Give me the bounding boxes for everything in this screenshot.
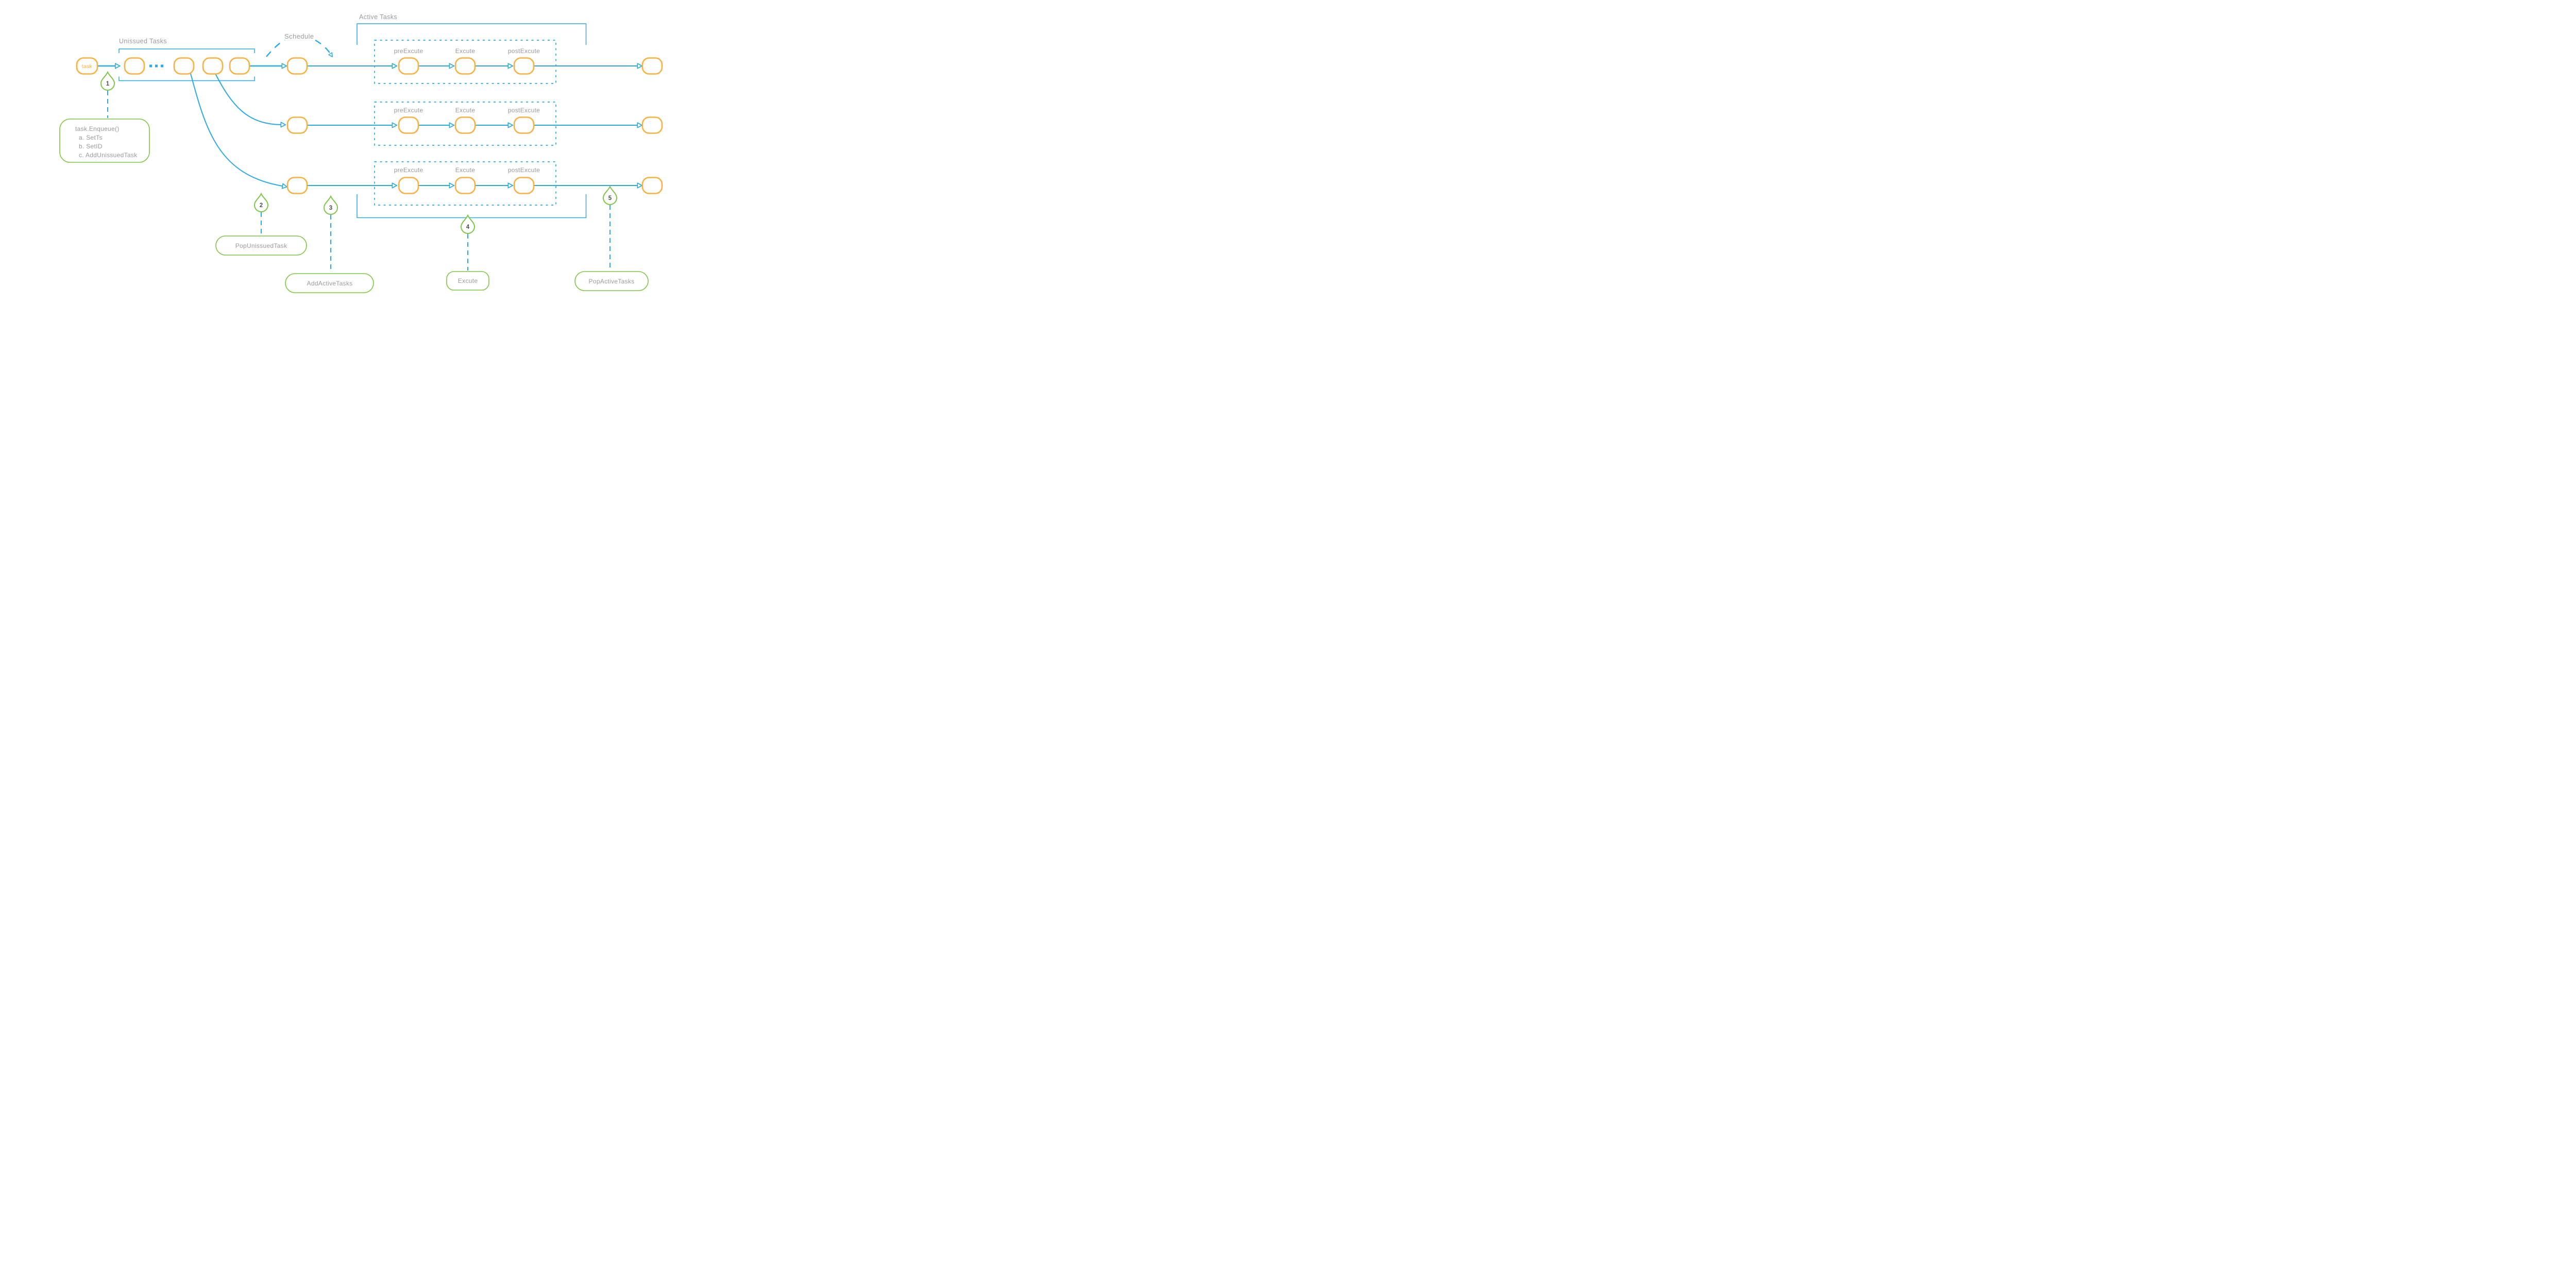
entry-node-row2 bbox=[286, 116, 308, 134]
unissued-bracket-top bbox=[118, 48, 255, 53]
pin-1-number: 1 bbox=[106, 81, 110, 87]
task-scheduler-diagram: Unissued Tasks Schedule Active Tasks tas… bbox=[0, 0, 778, 320]
pre-excute-label-row1: preExcute bbox=[394, 47, 423, 55]
schedule-node bbox=[286, 57, 308, 75]
post-excute-node-row3 bbox=[513, 177, 535, 194]
pin-3: 3 bbox=[323, 195, 338, 215]
unissued-tasks-label: Unissued Tasks bbox=[119, 38, 167, 45]
curve-queue-to-row2 bbox=[215, 73, 281, 125]
queue-node-3 bbox=[202, 57, 224, 75]
entry-node-row3 bbox=[286, 177, 308, 194]
annotation-box-excute: Excute bbox=[446, 271, 489, 291]
schedule-arc-right bbox=[315, 39, 330, 54]
active-tasks-label: Active Tasks bbox=[359, 13, 397, 21]
pin-4: 4 bbox=[460, 214, 476, 234]
annotation-box-pop-unissued-task: PopUnissuedTask bbox=[215, 235, 307, 256]
enqueue-line-2: a. SetTs bbox=[79, 134, 103, 141]
pin-1: 1 bbox=[100, 71, 115, 91]
queue-node-2 bbox=[173, 57, 195, 75]
pop-unissued-task-label: PopUnissuedTask bbox=[235, 242, 287, 249]
schedule-arc-left bbox=[266, 39, 285, 57]
diagram-canvas: Unissued Tasks Schedule Active Tasks tas… bbox=[59, 13, 663, 293]
pin-3-number: 3 bbox=[329, 205, 332, 211]
enqueue-line-3: b. SetID bbox=[79, 143, 103, 150]
enqueue-line-4: c. AddUnissuedTask bbox=[79, 151, 138, 159]
pre-excute-label-row3: preExcute bbox=[394, 166, 423, 174]
pipeline-box-row2 bbox=[374, 102, 556, 146]
task-node bbox=[76, 57, 98, 75]
annotation-box-add-active-tasks: AddActiveTasks bbox=[285, 273, 374, 293]
unissued-bracket-bottom bbox=[118, 76, 255, 81]
active-tasks-bracket-top bbox=[357, 23, 587, 45]
pre-excute-label-row2: preExcute bbox=[394, 107, 423, 114]
excute-action-label: Excute bbox=[458, 277, 478, 284]
pin-2-number: 2 bbox=[260, 203, 263, 209]
final-node-row2 bbox=[641, 116, 663, 134]
add-active-tasks-label: AddActiveTasks bbox=[307, 280, 353, 287]
excute-node-row3 bbox=[454, 177, 476, 194]
pre-excute-node-row3 bbox=[398, 177, 419, 194]
post-excute-node-row1 bbox=[513, 57, 535, 75]
pin-2: 2 bbox=[253, 192, 269, 212]
pin-5: 5 bbox=[602, 185, 618, 205]
excute-label-row3: Excute bbox=[455, 166, 476, 174]
queue-node-4 bbox=[229, 57, 250, 75]
schedule-arc bbox=[266, 39, 330, 57]
post-excute-label-row3: postExcute bbox=[508, 166, 540, 174]
pipeline-box-row1 bbox=[374, 40, 556, 84]
post-excute-node-row2 bbox=[513, 116, 535, 134]
annotation-box-pop-active-tasks: PopActiveTasks bbox=[574, 271, 649, 291]
queue-ellipsis-dots bbox=[149, 64, 163, 68]
pin-5-number: 5 bbox=[608, 195, 612, 201]
curve-queue-to-row3 bbox=[190, 73, 282, 186]
post-excute-label-row1: postExcute bbox=[508, 47, 540, 55]
pre-excute-node-row1 bbox=[398, 57, 419, 75]
final-node-row1 bbox=[641, 57, 663, 75]
post-excute-label-row2: postExcute bbox=[508, 107, 540, 114]
enqueue-line-1: task.Enqueue() bbox=[75, 125, 120, 132]
pop-active-tasks-label: PopActiveTasks bbox=[589, 278, 635, 285]
queue-node-1 bbox=[124, 57, 145, 75]
pre-excute-node-row2 bbox=[398, 116, 419, 134]
task-node-label: task bbox=[82, 63, 93, 70]
active-tasks-bracket-bottom bbox=[357, 194, 587, 218]
annotation-box-enqueue: task.Enqueue() a. SetTs b. SetID c. AddU… bbox=[59, 119, 150, 163]
final-node-row3 bbox=[641, 177, 663, 194]
excute-label-row1: Excute bbox=[455, 47, 476, 55]
excute-node-row1 bbox=[454, 57, 476, 75]
pipeline-box-row3 bbox=[374, 161, 556, 206]
schedule-label: Schedule bbox=[284, 32, 314, 40]
pin-4-number: 4 bbox=[466, 224, 470, 230]
excute-node-row2 bbox=[454, 116, 476, 134]
excute-label-row2: Excute bbox=[455, 107, 476, 114]
